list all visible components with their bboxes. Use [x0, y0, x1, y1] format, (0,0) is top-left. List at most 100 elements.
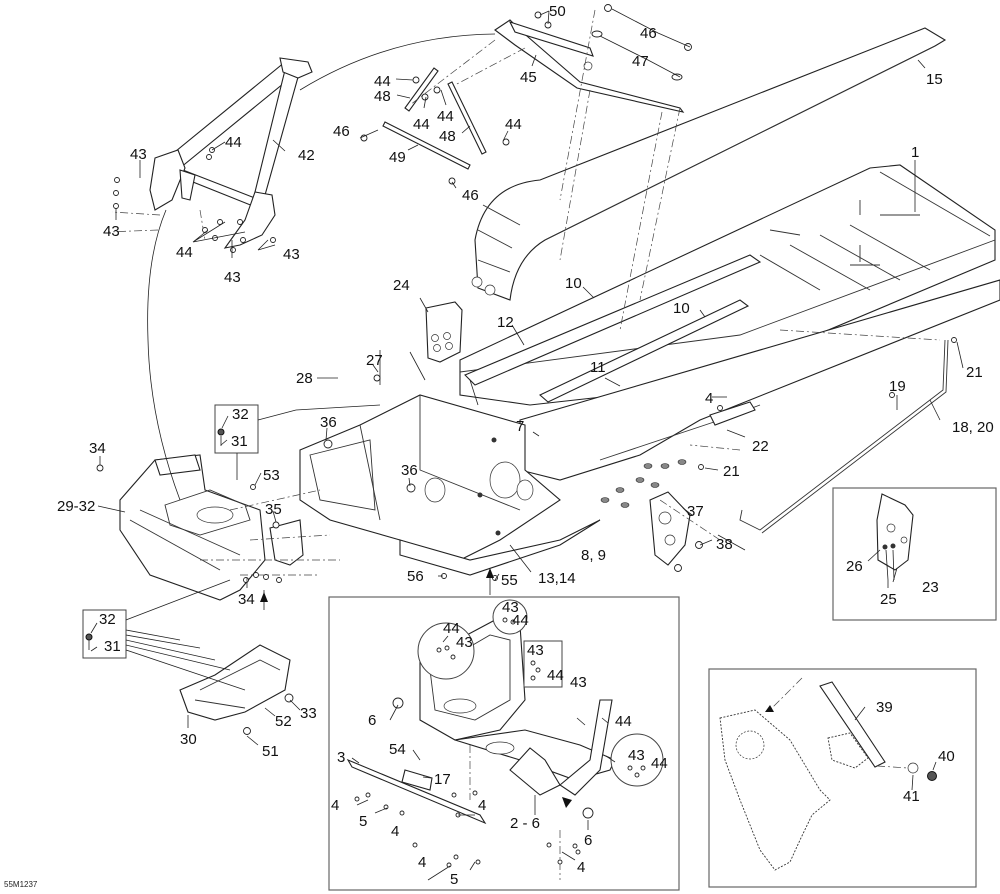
- callout-38: 38: [716, 536, 733, 553]
- callout-13-14: 13,14: [538, 570, 576, 587]
- callout-22: 22: [752, 438, 769, 455]
- callout-44: 44: [176, 244, 193, 261]
- callout-42: 42: [298, 147, 315, 164]
- callout-49: 49: [389, 149, 406, 166]
- callout-29-32: 29-32: [57, 498, 95, 515]
- callout-52: 52: [275, 713, 292, 730]
- callout-43: 43: [502, 599, 519, 616]
- plate-part-24: [425, 301, 463, 363]
- magnified-detail-43-44-a: [417, 622, 475, 680]
- drawing-id: 55M1237: [4, 880, 38, 889]
- callout-39: 39: [876, 699, 893, 716]
- callout-44: 44: [615, 713, 632, 730]
- assembly-arrows: [260, 568, 774, 808]
- callout-21: 21: [966, 364, 983, 381]
- leader-lines: [107, 9, 941, 880]
- callout-27: 27: [366, 352, 383, 369]
- callout-43: 43: [527, 642, 544, 659]
- bar-part-49: [382, 121, 471, 170]
- callout-24: 24: [393, 277, 410, 294]
- callout-46: 46: [640, 25, 657, 42]
- callout-12: 12: [497, 314, 514, 331]
- strut-part-48-left: [404, 67, 439, 112]
- callout-34: 34: [89, 440, 106, 457]
- callout-44: 44: [413, 116, 430, 133]
- callout-32: 32: [232, 406, 249, 423]
- callout-40: 40: [938, 748, 955, 765]
- callout-55: 55: [501, 572, 518, 589]
- callout-43: 43: [570, 674, 587, 691]
- callout-10: 10: [565, 275, 582, 292]
- callout-44: 44: [505, 116, 522, 133]
- callout-2-6: 2 - 6: [510, 815, 540, 832]
- callout-4: 4: [577, 859, 585, 876]
- callout-36: 36: [401, 462, 418, 479]
- callout-6: 6: [368, 712, 376, 729]
- callout-7: 7: [516, 418, 524, 435]
- callout-41: 41: [903, 788, 920, 805]
- magnified-detail-43-44-b: [492, 599, 528, 635]
- strut-part-48-right: [447, 81, 487, 155]
- callout-43: 43: [224, 269, 241, 286]
- callout-leaders: [90, 8, 964, 881]
- callout-44: 44: [512, 612, 529, 629]
- callout-44: 44: [547, 667, 564, 684]
- callout-33: 33: [300, 705, 317, 722]
- callout-26: 26: [846, 558, 863, 575]
- callout-32: 32: [99, 611, 116, 628]
- callout-53: 53: [263, 467, 280, 484]
- callout-48: 48: [374, 88, 391, 105]
- callout-4: 4: [478, 797, 486, 814]
- front-bumper-support-part-30: [179, 644, 291, 721]
- callout-43: 43: [283, 246, 300, 263]
- callout-15: 15: [926, 71, 943, 88]
- callout-37: 37: [687, 503, 704, 520]
- callout-4: 4: [331, 797, 339, 814]
- callout-36: 36: [320, 414, 337, 431]
- callout-34: 34: [238, 591, 255, 608]
- callout-3: 3: [337, 749, 345, 766]
- callout-31: 31: [104, 638, 121, 655]
- callout-50: 50: [549, 3, 566, 20]
- detail-box-part-39: [708, 668, 977, 888]
- callout-43: 43: [103, 223, 120, 240]
- tunnel-heat-exchanger-part-15: [471, 27, 947, 301]
- callout-44: 44: [374, 73, 391, 90]
- callout-44: 44: [651, 755, 668, 772]
- callout-labels: 50 46 47 15 45 44 48 44 44 46 48 44 49 4…: [57, 3, 994, 888]
- callout-1: 1: [911, 144, 919, 161]
- callout-48: 48: [439, 128, 456, 145]
- callout-6: 6: [584, 832, 592, 849]
- callout-30: 30: [180, 731, 197, 748]
- callout-17: 17: [434, 771, 451, 788]
- callout-28: 28: [296, 370, 313, 387]
- callout-44: 44: [443, 620, 460, 637]
- rear-bracket-part-37: [649, 491, 691, 566]
- callout-56: 56: [407, 568, 424, 585]
- callout-4: 4: [418, 854, 426, 871]
- callout-5: 5: [359, 813, 367, 830]
- callout-43: 43: [456, 634, 473, 651]
- steering-column-support-part-42: [149, 57, 313, 249]
- callout-46: 46: [462, 187, 479, 204]
- callout-35: 35: [265, 501, 282, 518]
- callout-11: 11: [590, 359, 606, 376]
- hardware-box-31-32-lower: [82, 609, 127, 659]
- callout-8-9: 8, 9: [581, 547, 606, 564]
- callout-5: 5: [450, 871, 458, 888]
- magnified-detail-43-44-d: [610, 733, 664, 787]
- callout-43: 43: [130, 146, 147, 163]
- callout-31: 31: [231, 433, 248, 450]
- callout-18-20: 18, 20: [952, 419, 994, 436]
- callout-10: 10: [673, 300, 690, 317]
- callout-51: 51: [262, 743, 279, 760]
- detail-box-part-23: [832, 487, 997, 621]
- callout-23: 23: [922, 579, 939, 596]
- callout-45: 45: [520, 69, 537, 86]
- hardware-box-31-32-upper: [214, 404, 259, 454]
- rear-bumper-part-18-20: [739, 339, 949, 534]
- callout-19: 19: [889, 378, 906, 395]
- callout-21: 21: [723, 463, 740, 480]
- callout-44: 44: [437, 108, 454, 125]
